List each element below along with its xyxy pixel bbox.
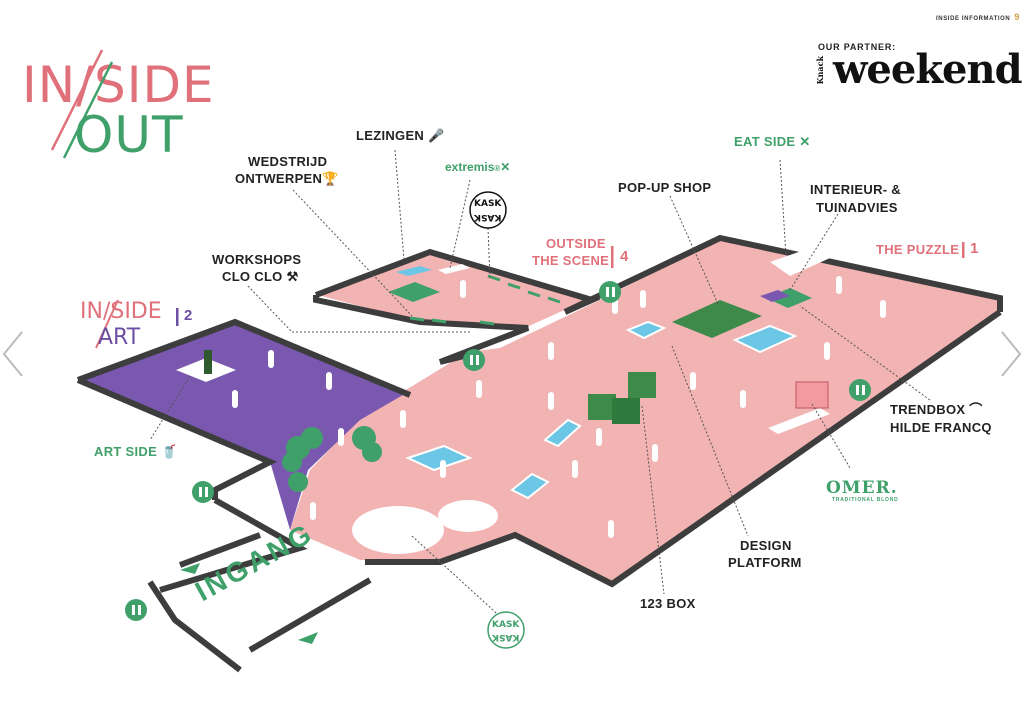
art-side-bottle [204, 350, 212, 374]
workshops-line1: WORKSHOPS [212, 252, 302, 267]
interieur-line2: TUINADVIES [816, 200, 898, 215]
wall-entrance-mid [178, 532, 262, 568]
wall-lobby [159, 497, 308, 593]
art-room-floor [80, 322, 408, 530]
box-123-label: 123 BOX [640, 596, 696, 611]
extremis-label: extremis®✕ [445, 160, 511, 174]
hanger-icon: ⌒ [969, 402, 983, 417]
eat-side-label: EAT SIDE ✕ [734, 134, 811, 149]
popup-shop-platform [672, 300, 762, 338]
wall-workshop-bottom [313, 295, 530, 365]
lezingen-white [438, 264, 470, 274]
logo-out: OUT [74, 106, 184, 164]
cup-icon: 🥤 [161, 444, 178, 459]
wall-art-room-left [76, 377, 278, 500]
logo-slash-green [62, 61, 114, 159]
entrance-arrow-bottom [298, 632, 318, 644]
inside-art-number: 2 [184, 307, 193, 324]
workshops-line2: CLO CLO ⚒ [222, 269, 299, 284]
pool-5 [510, 472, 550, 500]
chevron-left-icon[interactable] [2, 331, 23, 377]
pool-3 [543, 418, 582, 448]
lezingen-pool [396, 266, 432, 276]
interieur-mat [766, 288, 812, 308]
microphone-icon: 🎤 [428, 128, 445, 143]
kask-top-upper: KASK [474, 199, 502, 209]
popup-shop-label: POP-UP SHOP [618, 180, 712, 195]
outside-scene-bar [611, 246, 614, 268]
trendbox-counter [768, 408, 830, 434]
page-number: 9 [1014, 12, 1020, 22]
wedstrijd-line1: WEDSTRIJD [248, 154, 328, 169]
main-hall-floor [290, 238, 1000, 582]
inside-art-line2: ART [98, 325, 141, 350]
interieur-purple [760, 290, 790, 302]
fork-knife-icon: ✕ [799, 134, 811, 149]
pool-1 [625, 320, 667, 340]
the-puzzle-number: 1 [970, 240, 979, 257]
toilet-markers [125, 281, 871, 621]
leader-lines [149, 149, 931, 623]
design-platform-line2: PLATFORM [728, 555, 802, 570]
chevron-right-icon[interactable] [1001, 331, 1022, 377]
wall-main-right [365, 309, 1002, 588]
fork-knife-icon: ✕ [500, 160, 511, 174]
outside-scene-line1: OUTSIDE [546, 236, 606, 251]
wall-entrance-right [248, 577, 372, 653]
outside-scene-number: 4 [620, 248, 629, 265]
eat-side-counter [770, 248, 830, 276]
wall-main-top [563, 234, 1003, 315]
people [232, 276, 886, 538]
lezingen-mat [388, 282, 440, 302]
trendbox-crate [795, 381, 829, 409]
lezingen-label: LEZINGEN 🎤 [356, 128, 445, 143]
trees [282, 426, 382, 492]
inside-art-bar [176, 308, 179, 326]
logo-slash-pink [50, 49, 104, 151]
kask-bottom-lower: KASK [492, 632, 520, 642]
hammer-icon: ⚒ [286, 269, 299, 284]
wall-art-room [76, 318, 412, 398]
omer-tagline: TRADITIONAL BLOND [832, 497, 899, 503]
inside-art-line1: IN/SIDE [80, 299, 162, 324]
wall-entrance-left [147, 580, 242, 673]
kask-badge-top [469, 191, 507, 229]
partner-label: OUR PARTNER: [818, 42, 896, 52]
outside-scene-line2: THE SCENE [532, 253, 610, 268]
toilet-symbols [132, 287, 865, 615]
kask-bottom-upper: KASK [492, 620, 520, 630]
box-123 [588, 372, 656, 424]
art-side-label: ART SIDE 🥤 [94, 444, 178, 459]
design-platform-line1: DESIGN [740, 538, 792, 553]
section-label: INSIDE INFORMATION [936, 16, 1011, 22]
trophy-icon: 🏆 [322, 171, 339, 186]
puzzle-bar [962, 242, 965, 258]
kask-badge-bottom [487, 611, 525, 649]
bar-circle-small [438, 500, 498, 532]
trendbox-line2: HILDE FRANCQ [890, 420, 992, 435]
pool-2 [732, 324, 798, 354]
entrance-arrow-top [180, 563, 200, 574]
trendbox-line1: TRENDBOX ⌒ [890, 402, 983, 417]
partner-brand: weekend [833, 46, 1023, 93]
wedstrijd-line2: ONTWERPEN🏆 [235, 171, 339, 186]
kask-top-lower: KASK [474, 212, 502, 222]
pool-4 [405, 444, 473, 472]
art-slash [95, 299, 119, 349]
omer-logo: OMER. [826, 478, 898, 498]
the-puzzle-label: THE PUZZLE [876, 242, 960, 257]
bar-circle-large [352, 506, 444, 554]
logo-inside: IN/SIDE [22, 56, 215, 114]
interieur-line1: INTERIEUR- & [810, 182, 901, 197]
